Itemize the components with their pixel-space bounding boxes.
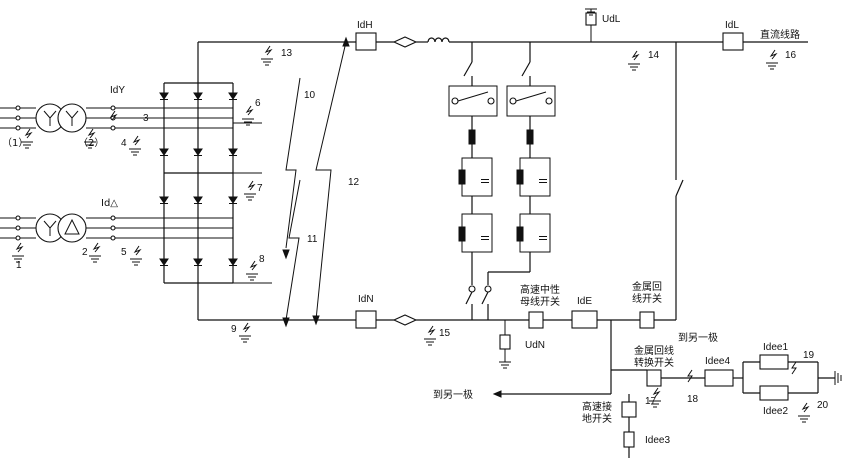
label-metal-return-1: 金属回: [632, 280, 662, 293]
idee4-sensor: [704, 369, 734, 387]
idn-sensor: [355, 310, 377, 329]
num-12: 12: [348, 177, 360, 188]
ide-sensor: [571, 310, 598, 329]
label-hs-ground-1: 高速接: [582, 400, 612, 413]
num-5: 5: [121, 247, 127, 258]
fault-arrow-10: [285, 77, 301, 249]
label-hs-neutral-1: 高速中性: [520, 283, 560, 296]
num-19: 19: [803, 350, 815, 361]
num-8: 8: [259, 254, 265, 265]
num-6: 6: [255, 98, 261, 109]
num-20: 20: [817, 400, 829, 411]
top-filter-diamond: [392, 36, 418, 48]
label-idee3: Idee3: [645, 435, 670, 446]
mrtb-switch: [646, 369, 662, 387]
num-4: 4: [121, 138, 127, 149]
num-7: 7: [257, 183, 263, 194]
label-id-delta: Id△: [101, 198, 118, 209]
label-idee2: Idee2: [763, 406, 788, 417]
num-15: 15: [439, 328, 451, 339]
ac-feed-lower: [0, 213, 164, 243]
num-16: 16: [785, 50, 797, 61]
fault-arrow-12: [315, 41, 347, 321]
hs-ground-switch: [621, 401, 637, 418]
label-hs-neutral-2: 母线开关: [520, 295, 560, 308]
metal-return-switch: [639, 311, 655, 329]
idee1-sensor: [759, 354, 789, 370]
idl-sensor: [722, 32, 744, 51]
label-idee4: Idee4: [705, 356, 730, 367]
num-3: 3: [143, 113, 149, 124]
label-source-2: （2）: [78, 137, 104, 149]
num-13: 13: [281, 48, 293, 59]
dc-filter-branches: [448, 42, 556, 320]
label-idy: IdY: [110, 85, 125, 96]
label-dc-line: 直流线路: [760, 28, 800, 41]
udn-divider: [499, 334, 511, 350]
hs-neutral-switch: [528, 311, 544, 329]
num-18: 18: [687, 394, 699, 405]
num-2: 2: [82, 247, 88, 258]
label-idee1: Idee1: [763, 342, 788, 353]
smoothing-reactor: [427, 37, 450, 43]
idee2-sensor: [759, 385, 789, 401]
num-10: 10: [304, 90, 316, 101]
transformer-secondary-lower: [57, 213, 87, 243]
to-other-pole-arrow: [492, 390, 502, 398]
label-idn: IdN: [358, 294, 374, 305]
label-mrtb-2: 转换开关: [634, 356, 674, 369]
idee3-sensor: [623, 431, 635, 448]
converter-bridges: [159, 42, 272, 320]
label-ide: IdE: [577, 296, 592, 307]
label-to-other-pole-left: 到另一极: [433, 388, 473, 401]
fault-arrow-11: [285, 179, 301, 321]
label-idl: IdL: [725, 20, 739, 31]
label-mrtb-1: 金属回线: [634, 344, 674, 357]
label-udn: UdN: [525, 340, 545, 351]
label-udl: UdL: [602, 14, 621, 25]
bottom-filter-diamond: [392, 314, 418, 326]
num-14: 14: [648, 50, 660, 61]
label-source-1: （1）: [2, 137, 28, 149]
num-11: 11: [307, 234, 318, 245]
fault-mark-18: [687, 369, 693, 383]
label-metal-return-2: 线开关: [632, 292, 662, 305]
ac-feed-upper: [0, 103, 164, 133]
num-17: 17: [645, 396, 657, 407]
label-to-other-pole-right: 到另一极: [678, 331, 718, 344]
fault-mark-19: [791, 361, 797, 375]
label-hs-ground-2: 地开关: [582, 412, 612, 425]
label-idh: IdH: [357, 20, 373, 31]
num-1: 1: [16, 260, 22, 271]
num-9: 9: [231, 324, 237, 335]
idh-sensor: [355, 32, 377, 51]
